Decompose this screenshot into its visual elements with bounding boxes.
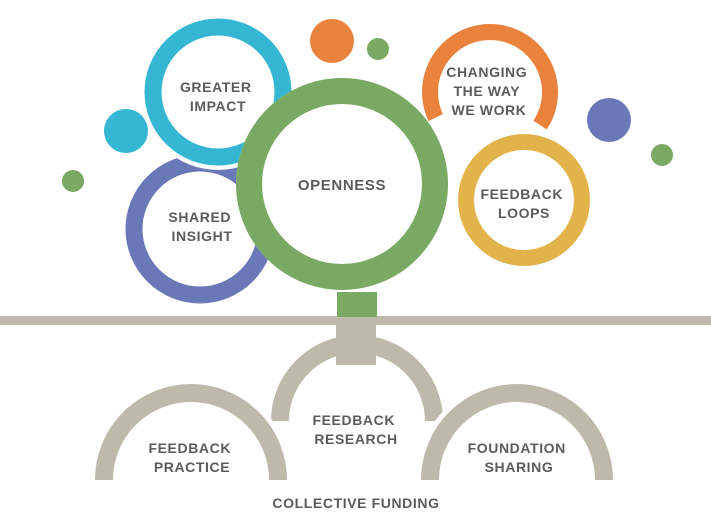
arch-foundation-sharing bbox=[421, 384, 613, 481]
arch-feedback-practice bbox=[95, 384, 287, 481]
dot-teal bbox=[104, 109, 148, 153]
label-feedback-loops: FEEDBACK LOOPS bbox=[480, 186, 567, 221]
label-feedback-research: FEEDBACK RESEARCH bbox=[312, 412, 399, 447]
circle-greater-impact-ring bbox=[144, 18, 292, 166]
circle-changing-the-way bbox=[422, 24, 558, 160]
dot-orange bbox=[310, 19, 354, 63]
label-shared-insight: SHARED INSIGHT bbox=[168, 209, 235, 244]
label-feedback-practice: FEEDBACK PRACTICE bbox=[148, 440, 235, 475]
dot-green-small-top bbox=[367, 38, 389, 60]
label-collective-funding: COLLECTIVE FUNDING bbox=[272, 495, 439, 511]
arch-feedback-research bbox=[271, 335, 443, 422]
ground-line bbox=[0, 316, 711, 325]
trunk-top bbox=[337, 292, 377, 317]
dot-green-left bbox=[62, 170, 84, 192]
label-foundation-sharing: FOUNDATION SHARING bbox=[468, 440, 571, 475]
circle-feedback-loops-ring bbox=[458, 134, 590, 266]
label-greater-impact: GREATER IMPACT bbox=[180, 79, 256, 114]
dot-purple bbox=[587, 98, 631, 142]
circle-openness bbox=[236, 78, 448, 290]
dot-green-right bbox=[651, 144, 673, 166]
label-changing-the-way: CHANGING THE WAY WE WORK bbox=[446, 64, 532, 118]
label-openness: OPENNESS bbox=[298, 177, 386, 194]
